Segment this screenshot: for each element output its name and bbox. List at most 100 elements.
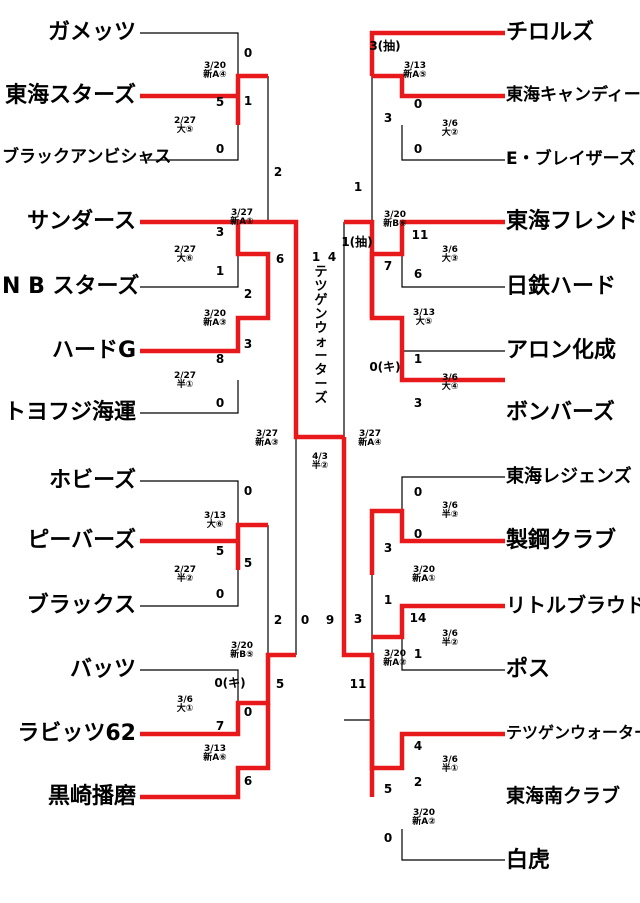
team-right: 製鋼クラブ [506, 528, 617, 553]
score: 11 [349, 677, 367, 691]
score: 5 [275, 677, 285, 691]
team-right: 東海フレンド [506, 209, 639, 234]
score: 0 [243, 484, 253, 498]
team-left: ブラックアンビシャス [2, 147, 172, 167]
team-left: ハードG [51, 338, 136, 363]
score: 1 [353, 180, 363, 194]
team-right: 日鉄ハード [506, 274, 617, 299]
score: 0 [413, 527, 423, 541]
team-right: 東海南クラブ [506, 785, 621, 807]
team-right: リトルブラウド [506, 593, 640, 617]
score: 6 [275, 252, 285, 266]
score: 1 [413, 352, 423, 366]
team-left: バッツ [69, 657, 136, 682]
score: 3 [383, 541, 393, 555]
team-left: ラビッツ62 [17, 721, 136, 746]
score: 5 [215, 544, 225, 558]
team-right: 東海キャンディーズ [506, 85, 640, 105]
score: 7 [215, 719, 225, 733]
team-left: 東海スターズ [5, 83, 136, 108]
score: 1 [311, 250, 321, 264]
score: 0 [413, 485, 423, 499]
team-left: 黒崎播磨 [47, 784, 136, 809]
team-left: N B スターズ [2, 274, 140, 299]
score: 6 [413, 267, 423, 281]
team-right: 白虎 [506, 848, 551, 873]
score: 0(キ) [369, 360, 401, 374]
team-left: トヨフジ海運 [3, 400, 136, 425]
score: 1 [383, 593, 393, 607]
score: 7 [383, 259, 393, 273]
score: 3 [215, 225, 225, 239]
team-left: ガメッツ [47, 20, 136, 45]
champion-name: テツゲンウォーターズ [314, 265, 328, 406]
team-left: ピーバーズ [27, 528, 136, 553]
score: 4 [413, 739, 423, 753]
score: 2 [273, 613, 283, 627]
team-right: E・ブレイザーズ [506, 149, 636, 169]
score: 8 [215, 352, 225, 366]
team-right: 東海レジェンズ [506, 466, 632, 487]
score: 5 [215, 95, 225, 109]
score: 14 [409, 611, 427, 625]
score: 3(抽) [369, 39, 401, 53]
score: 0 [243, 46, 253, 60]
score: 3 [353, 612, 363, 626]
score: 2 [243, 287, 253, 301]
score: 1 [243, 94, 253, 108]
score: 0 [215, 142, 225, 156]
score: 0 [300, 613, 310, 627]
score: 0 [215, 396, 225, 410]
score: 1 [413, 647, 423, 661]
score: 9 [325, 613, 335, 627]
score: 11 [411, 228, 429, 242]
score: 5 [383, 782, 393, 796]
score: 5 [243, 556, 253, 570]
score: 4 [327, 250, 337, 264]
score: 0 [215, 587, 225, 601]
score: 3 [243, 337, 253, 351]
score: 2 [273, 165, 283, 179]
score: 0 [383, 831, 393, 845]
team-left: ホビーズ [49, 468, 136, 493]
team-right: ポス [506, 657, 551, 682]
score: 3 [413, 396, 423, 410]
team-left: サンダース [27, 209, 136, 234]
score: 1(抽) [341, 235, 373, 249]
score: 2 [413, 775, 423, 789]
score: 0(キ) [214, 676, 246, 690]
team-right: ボンバーズ [506, 400, 615, 425]
score: 6 [243, 774, 253, 788]
score: 0 [413, 97, 423, 111]
team-right: アロン化成 [506, 338, 617, 363]
score: 0 [413, 142, 423, 156]
score: 3 [383, 111, 393, 125]
